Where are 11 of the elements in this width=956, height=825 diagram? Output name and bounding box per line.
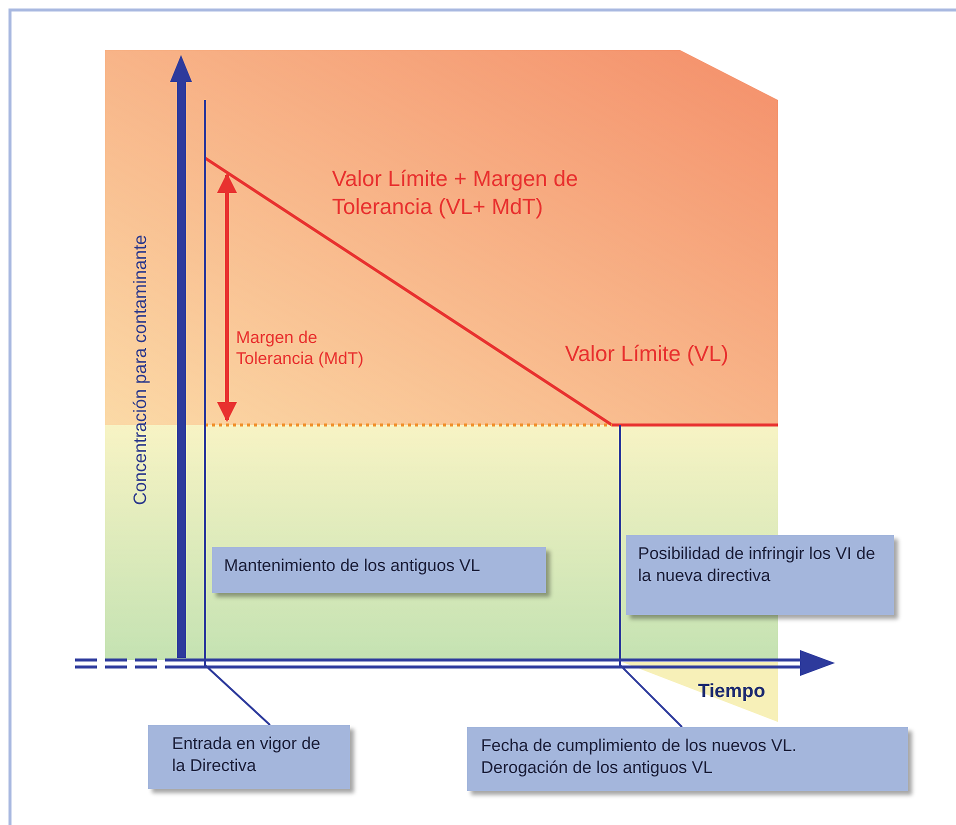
dimension-label: Margen de Tolerancia (MdT) bbox=[236, 327, 365, 370]
curve-label: Valor Límite (VL) bbox=[565, 340, 730, 368]
info-box: Mantenimiento de los antiguos VL bbox=[212, 547, 546, 593]
info-box: Fecha de cumplimiento de los nuevos VL. Derogación de los antiguos VL bbox=[467, 727, 908, 791]
axis-label: Concentración para contaminante bbox=[128, 234, 151, 506]
info-box: Entrada en vigor de la Directiva bbox=[148, 725, 350, 789]
axis-label: Tiempo bbox=[698, 680, 766, 704]
info-box: Posibilidad de infringir los VI de la nueva directiva bbox=[626, 535, 894, 615]
leader-line bbox=[204, 100, 271, 726]
leader-line bbox=[619, 425, 683, 728]
curve-label: Valor Límite + Margen de Tolerancia (VL+ MdT) bbox=[332, 165, 579, 220]
